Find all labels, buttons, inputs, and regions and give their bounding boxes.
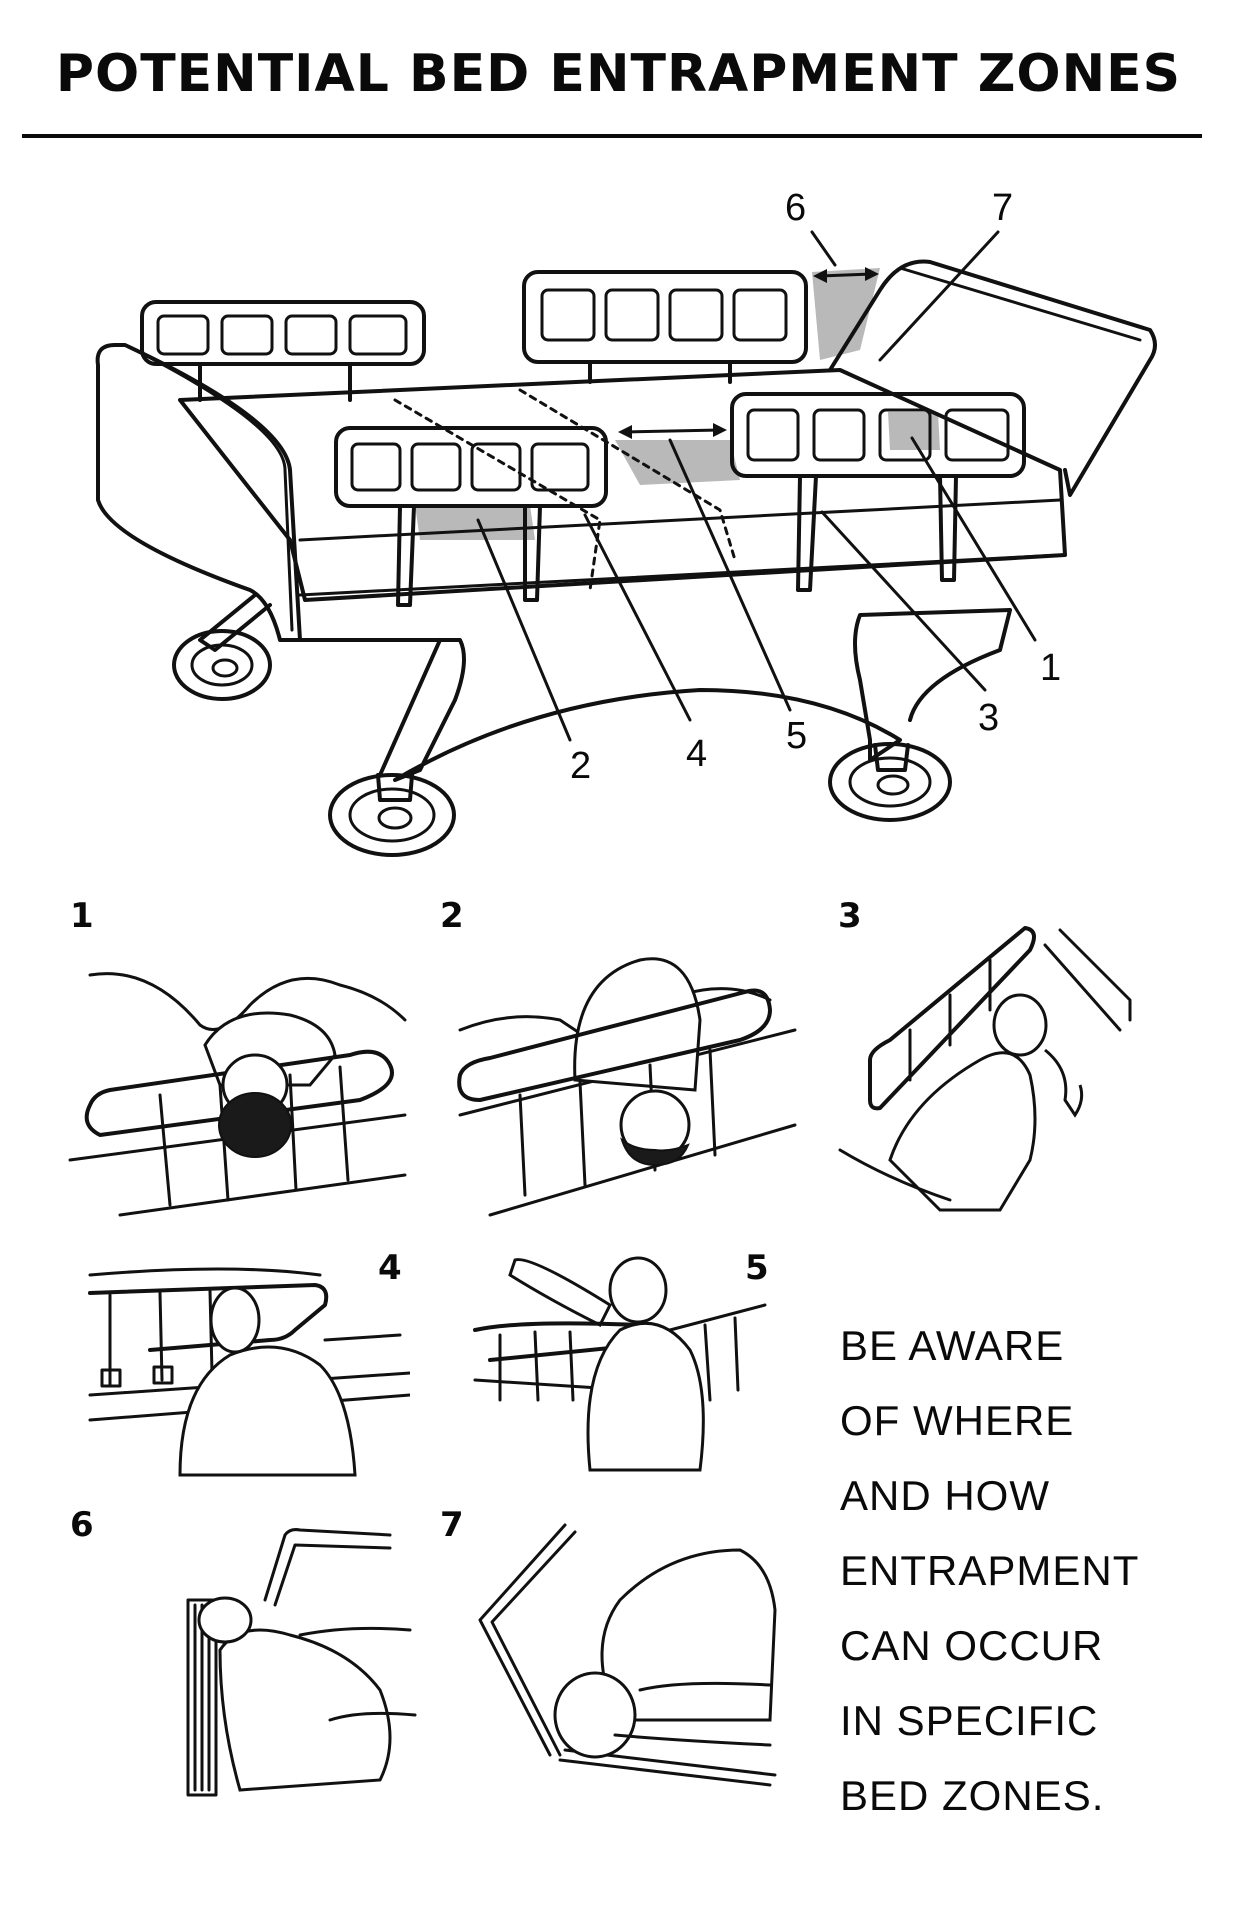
wheel-front-left bbox=[328, 773, 456, 857]
note-line-7: BED ZONES. bbox=[840, 1772, 1105, 1819]
note-line-6: IN SPECIFIC bbox=[840, 1697, 1099, 1744]
zone-6-shade bbox=[812, 268, 880, 360]
panel-1-illustration bbox=[68, 972, 407, 1217]
panel-2-illustration bbox=[457, 957, 797, 1217]
awareness-note: BE AWARE OF WHERE AND HOW ENTRAPMENT CAN… bbox=[840, 1308, 1220, 1833]
note-line-5: CAN OCCUR bbox=[840, 1622, 1104, 1669]
zone-label-7: 7 bbox=[992, 187, 1013, 229]
page-title: POTENTIAL BED ENTRAPMENT ZONES bbox=[55, 44, 1182, 104]
note-line-1: BE AWARE bbox=[840, 1322, 1065, 1369]
title-divider bbox=[22, 134, 1202, 138]
mattress bbox=[178, 368, 1067, 602]
panel-7-illustration bbox=[478, 1523, 777, 1787]
front-left-rail bbox=[334, 426, 608, 607]
bed-diagram: 1 2 3 4 5 6 7 bbox=[95, 187, 1157, 857]
zone-label-2: 2 bbox=[570, 745, 591, 787]
panel-2-label: 2 bbox=[440, 896, 464, 936]
zone-6-arrow bbox=[813, 267, 879, 283]
footboard bbox=[95, 343, 302, 642]
panel-4-label: 4 bbox=[378, 1248, 402, 1288]
note-line-3: AND HOW bbox=[840, 1472, 1050, 1519]
zone-5-arrow bbox=[618, 423, 727, 439]
panel-3-illustration bbox=[838, 926, 1132, 1212]
zone-label-4: 4 bbox=[686, 733, 707, 775]
zone-label-5: 5 bbox=[786, 715, 807, 757]
zone-1-shade bbox=[888, 412, 940, 450]
front-right-rail bbox=[730, 392, 1026, 592]
panel-6-label: 6 bbox=[70, 1505, 94, 1545]
back-right-rail bbox=[522, 270, 808, 384]
panel-4-illustration bbox=[88, 1267, 410, 1477]
zone-label-3: 3 bbox=[978, 697, 999, 739]
panel-6-illustration bbox=[186, 1528, 417, 1797]
wheel-front-right bbox=[828, 742, 952, 822]
zone-5-shade bbox=[615, 440, 740, 485]
wheel-rear-left bbox=[172, 629, 272, 701]
bed-base bbox=[298, 608, 1012, 782]
panel-3-label: 3 bbox=[838, 896, 862, 936]
zone-2-shade bbox=[415, 505, 535, 540]
head-section bbox=[828, 259, 1157, 497]
back-left-rail bbox=[140, 300, 426, 402]
panel-7-label: 7 bbox=[440, 1505, 464, 1545]
note-line-2: OF WHERE bbox=[840, 1397, 1075, 1444]
note-line-4: ENTRAPMENT bbox=[840, 1547, 1140, 1594]
zone-label-6: 6 bbox=[785, 187, 806, 229]
zone-label-1: 1 bbox=[1040, 647, 1061, 689]
panel-5-illustration bbox=[473, 1256, 767, 1472]
panel-5-label: 5 bbox=[745, 1248, 769, 1288]
panel-1-label: 1 bbox=[70, 896, 94, 936]
